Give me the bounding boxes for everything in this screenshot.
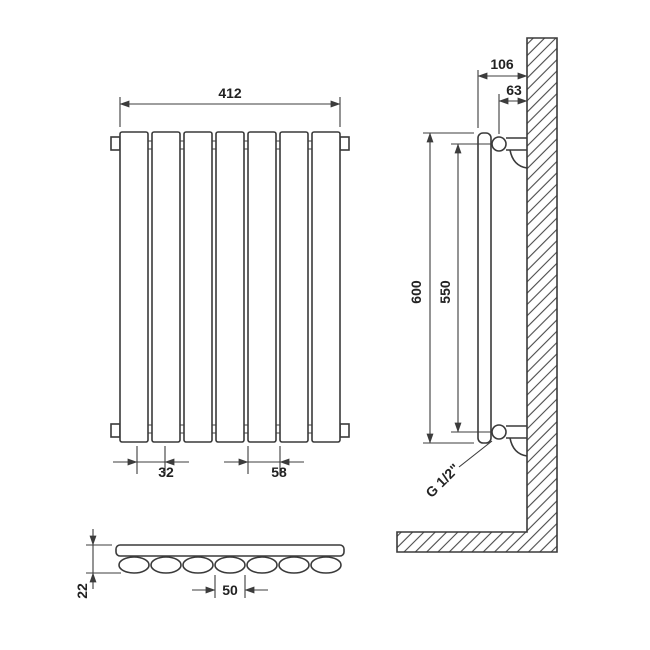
bottom-bracket: [506, 425, 528, 457]
panel-section-oval: [150, 556, 182, 574]
thread-leader-line: [458, 440, 493, 468]
dim-32: 32: [113, 446, 189, 480]
dim-label-106: 106: [490, 56, 514, 72]
panel-section-oval: [310, 556, 342, 574]
thread-label: G 1/2": [422, 460, 462, 500]
dim-label-550: 550: [437, 280, 453, 304]
thread-callout: G 1/2": [422, 440, 493, 501]
bracket-curve: [509, 437, 528, 457]
panel-section-oval: [214, 556, 246, 574]
panel-section-oval: [118, 556, 150, 574]
pipe-connection-bottom: [491, 424, 507, 440]
dim-600: 600: [408, 132, 474, 444]
dim-label-58: 58: [271, 464, 287, 480]
radiator-panel: [279, 131, 309, 443]
wall-bracket-tab: [110, 136, 121, 151]
dim-label-32: 32: [158, 464, 174, 480]
dim-label-22: 22: [74, 583, 90, 599]
top-view: 22 50: [74, 529, 345, 599]
wall-bracket-tab: [110, 423, 121, 438]
dim-550: 550: [437, 143, 491, 433]
dim-label-412: 412: [218, 85, 242, 101]
radiator-panel: [183, 131, 213, 443]
panel-section-oval: [182, 556, 214, 574]
wall-bracket-tab: [339, 136, 350, 151]
radiator-panel: [119, 131, 149, 443]
wall-section: [396, 37, 558, 553]
radiator-panel: [247, 131, 277, 443]
radiator-side-profile: [477, 132, 492, 444]
radiator-panel: [151, 131, 181, 443]
radiator-panel: [215, 131, 245, 443]
dim-label-50: 50: [222, 582, 238, 598]
side-view: 106 63 600 550 G 1/2": [396, 37, 558, 553]
dim-58: 58: [224, 446, 304, 480]
dim-106: 106: [477, 56, 528, 128]
top-collector: [115, 544, 345, 557]
dim-50: 50: [192, 575, 268, 598]
dim-22: 22: [74, 529, 121, 599]
wall-bracket-tab: [339, 423, 350, 438]
dim-label-63: 63: [506, 82, 522, 98]
panel-section-oval: [246, 556, 278, 574]
dim-412: 412: [119, 85, 341, 127]
bracket-curve: [509, 149, 528, 169]
panel-section-oval: [278, 556, 310, 574]
dim-label-600: 600: [408, 280, 424, 304]
dim-63: 63: [498, 82, 528, 134]
top-bracket: [506, 137, 528, 169]
radiator-panel: [311, 131, 341, 443]
pipe-connection-top: [491, 136, 507, 152]
front-view: 412 32 58: [110, 85, 350, 480]
